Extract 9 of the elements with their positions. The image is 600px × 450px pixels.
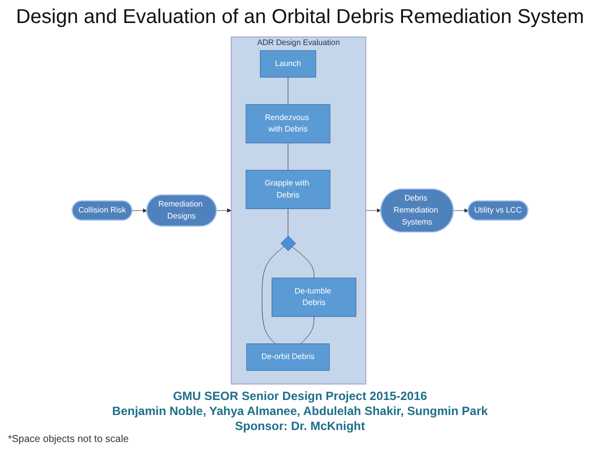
footnote: *Space objects not to scale [8, 434, 130, 445]
slide-title: Design and Evaluation of an Orbital Debris Remediation System [14, 6, 586, 29]
node-diamond [280, 236, 296, 252]
connector [300, 316, 314, 344]
credit-line: Benjamin Noble, Yahya Almanee, Abdulelah Shakir, Sungmin Park [111, 404, 489, 418]
connector [292, 246, 314, 278]
connector [262, 246, 284, 344]
credit-line: GMU SEOR Senior Design Project 2015-2016 [172, 389, 428, 403]
credit-line: Sponsor: Dr. McKnight [234, 419, 366, 433]
